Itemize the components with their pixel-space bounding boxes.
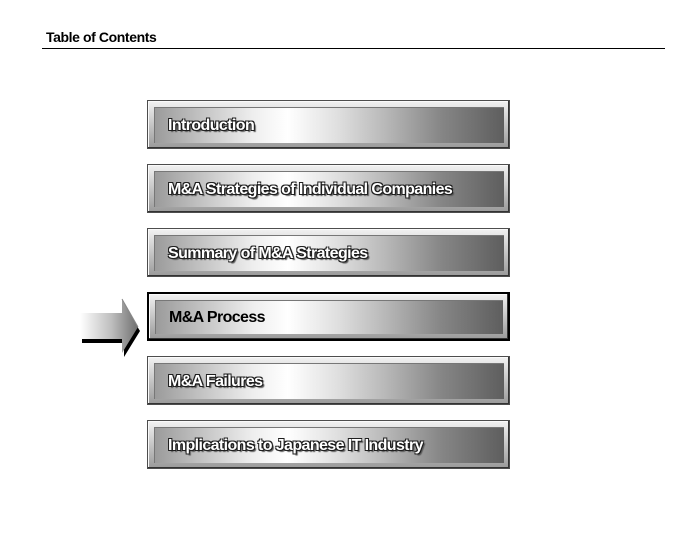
toc-item-introduction[interactable]: Introduction <box>147 100 510 149</box>
toc-item-label: M&A Strategies of Individual Companies <box>168 180 453 198</box>
title-divider <box>42 48 665 49</box>
toc-item-face: Implications to Japanese IT Industry <box>154 427 504 463</box>
toc-list: Introduction M&A Strategies of Individua… <box>147 100 510 484</box>
toc-item-ma-strategies[interactable]: M&A Strategies of Individual Companies <box>147 164 510 213</box>
toc-item-label: Summary of M&A Strategies <box>168 244 368 262</box>
page-title: Table of Contents <box>46 29 157 45</box>
toc-item-label: M&A Failures <box>168 372 263 390</box>
toc-item-label: Introduction <box>168 116 255 134</box>
arrow-right-icon <box>80 298 140 357</box>
toc-item-summary[interactable]: Summary of M&A Strategies <box>147 228 510 277</box>
toc-item-label: Implications to Japanese IT Industry <box>168 436 424 454</box>
toc-item-label: M&A Process <box>169 308 266 326</box>
toc-item-face: Introduction <box>154 107 504 143</box>
toc-item-face: M&A Process <box>155 300 503 334</box>
toc-item-face: M&A Failures <box>154 363 504 399</box>
toc-item-face: M&A Strategies of Individual Companies <box>154 171 504 207</box>
toc-item-ma-process[interactable]: M&A Process <box>147 292 510 341</box>
toc-item-face: Summary of M&A Strategies <box>154 235 504 271</box>
toc-item-ma-failures[interactable]: M&A Failures <box>147 356 510 405</box>
toc-item-implications[interactable]: Implications to Japanese IT Industry <box>147 420 510 469</box>
